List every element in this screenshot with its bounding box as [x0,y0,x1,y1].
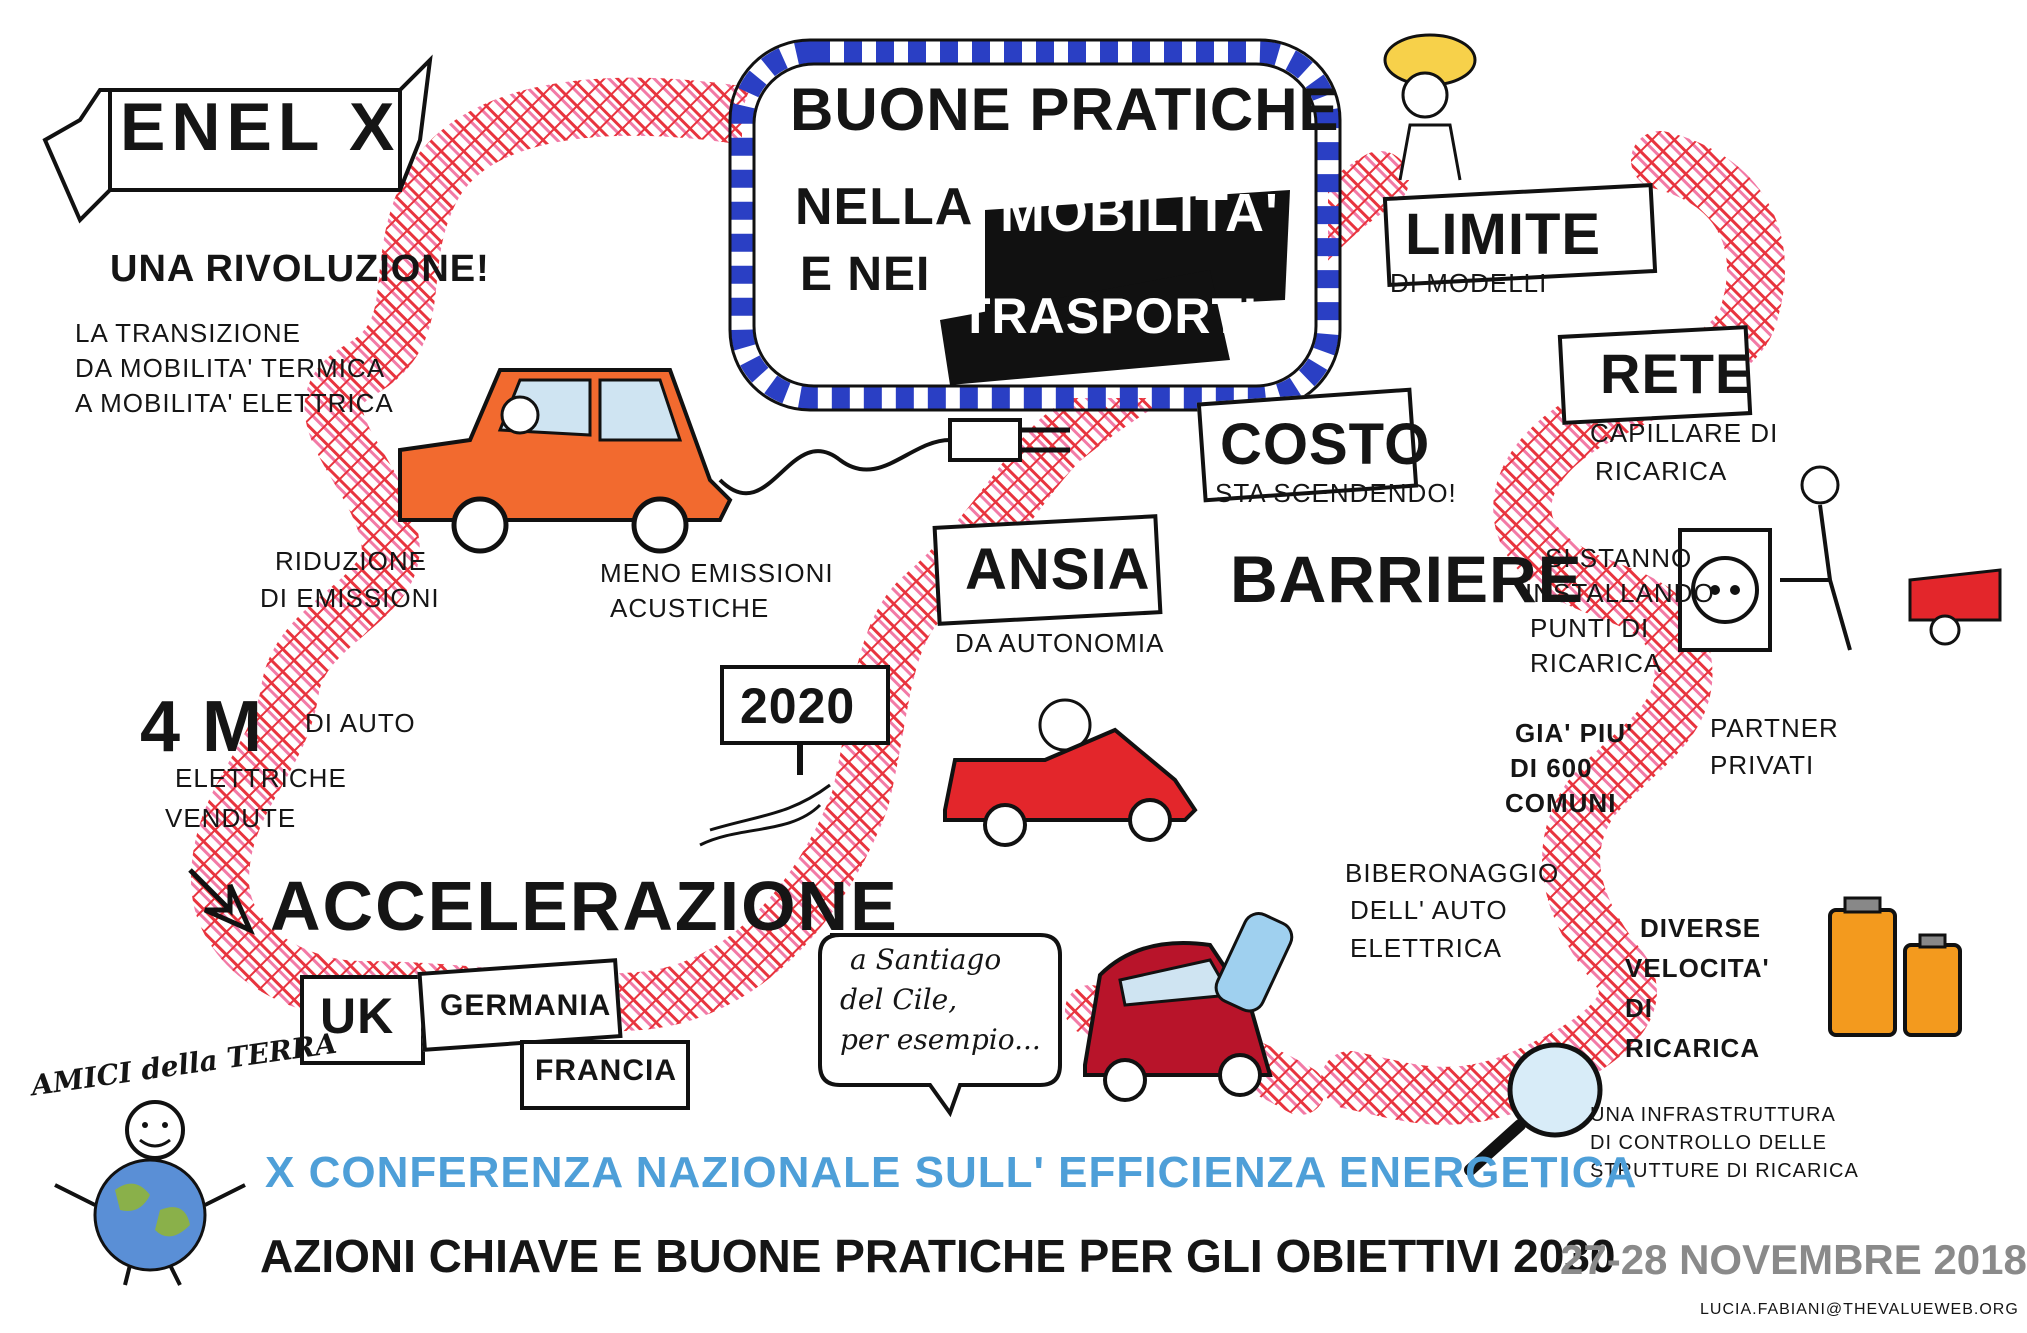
riduzione-line2: DI EMISSIONI [260,583,440,613]
auto-vendute-line1: DI AUTO [305,708,416,738]
auto-vendute-line2: ELETTRICHE [175,763,347,793]
enel-label: ENEL X [120,89,401,165]
red-convertible-illustration [943,698,1198,847]
dark-red-car-illustration [1083,912,1294,1102]
event-date: 27-28 NOVEMBRE 2018 [1560,1236,2027,1283]
barriere-label: BARRIERE [1230,542,1583,616]
amici-della-terra-logo [54,1100,246,1286]
meno-emissioni-line1: MENO EMISSIONI [600,558,834,588]
auto-vendute-line3: VENDUTE [165,803,297,833]
country-francia: FRANCIA [535,1054,677,1087]
woman-illustration [1383,33,1477,181]
rivoluzione-text: UNA RIVOLUZIONE! [110,248,490,290]
velocita-line4: RICARICA [1625,1033,1761,1063]
title-line1: BUONE PRATICHE [790,76,1340,143]
country-germania: GERMANIA [440,989,612,1022]
installando-line2: INSTALLANDO [1525,578,1715,608]
riduzione-line1: RIDUZIONE [275,546,427,576]
partner-line2: PRIVATI [1710,750,1815,780]
title-line2: NELLA [795,178,974,236]
azioni-title: AZIONI CHIAVE E BUONE PRATICHE PER GLI O… [260,1230,1616,1282]
comuni-line3: COMUNI [1505,788,1617,818]
velocita-line3: DI [1625,993,1653,1023]
transizione-line3: A MOBILITA' ELETTRICA [75,388,394,418]
arrow-down-right-icon [188,868,255,935]
biberonaggio-line2: DELL' AUTO [1350,895,1508,925]
infrastruttura-line1: UNA INFRASTRUTTURA [1590,1104,1836,1126]
velocita-line1: DIVERSE [1640,913,1762,943]
santiago-line2: del Cile, [840,983,958,1016]
title-trasporti: TRASPORTI [960,288,1258,344]
title-mobilita: MOBILITA' [1000,183,1279,243]
year-label: 2020 [740,678,856,734]
accelerazione-title: ACCELERAZIONE [270,867,899,945]
santiago-line3: per esempio... [840,1023,1041,1056]
ansia-label: ANSIA [965,537,1151,602]
flag-francia [520,1040,690,1110]
comuni-line1: GIA' PIU' [1515,718,1634,748]
limite-label: LIMITE [1405,202,1602,267]
biberonaggio-line3: ELETTRICA [1350,933,1503,963]
charging-socket-illustration [1678,465,2002,652]
santiago-line1: a Santiago [850,943,1002,976]
costo-label: COSTO [1220,412,1431,477]
four-million: 4 M [140,687,264,767]
limite-sub: DI MODELLI [1390,268,1548,298]
costo-sub: STA SCENDENDO! [1215,478,1457,508]
meno-emissioni-line2: ACUSTICHE [610,593,770,623]
ansia-sub: DA AUTONOMIA [955,628,1165,658]
installando-line3: PUNTI DI [1530,613,1650,643]
sign-pole [699,745,831,847]
transizione-line1: LA TRANSIZIONE [75,318,301,348]
year-signpost [720,665,890,745]
biberonaggio-line1: BIBERONAGGIO [1345,858,1560,888]
speech-bubble [818,933,1062,1118]
installando-line4: RICARICA [1530,648,1663,678]
installando-line1: SI STANNO [1545,543,1693,573]
rete-sub-line1: CAPILLARE DI [1590,418,1779,448]
title-frame [728,38,1342,412]
title-line3: E NEI [800,248,931,301]
conferenza-title: X CONFERENZA NAZIONALE SULL' EFFICIENZA … [265,1148,1638,1197]
enel-banner [42,54,433,224]
rete-sub-line2: RICARICA [1595,456,1728,486]
partner-line1: PARTNER [1710,713,1839,743]
credit-email: LUCIA.FABIANI@THEVALUEWEB.ORG [1700,1301,2019,1318]
magnifying-glass-icon [1464,1042,1603,1176]
infrastruttura-line3: STRUTTURE DI RICARICA [1590,1160,1859,1182]
comuni-line2: DI 600 [1510,753,1593,783]
infrastruttura-line2: DI CONTROLLO DELLE [1590,1132,1827,1154]
transizione-line2: DA MOBILITA' TERMICA [75,353,386,383]
orange-car-illustration [398,368,1070,554]
rete-label: RETE [1600,342,1754,405]
country-uk: UK [320,988,395,1044]
velocita-line2: VELOCITA' [1625,953,1770,983]
battery-icon [1828,896,1962,1037]
